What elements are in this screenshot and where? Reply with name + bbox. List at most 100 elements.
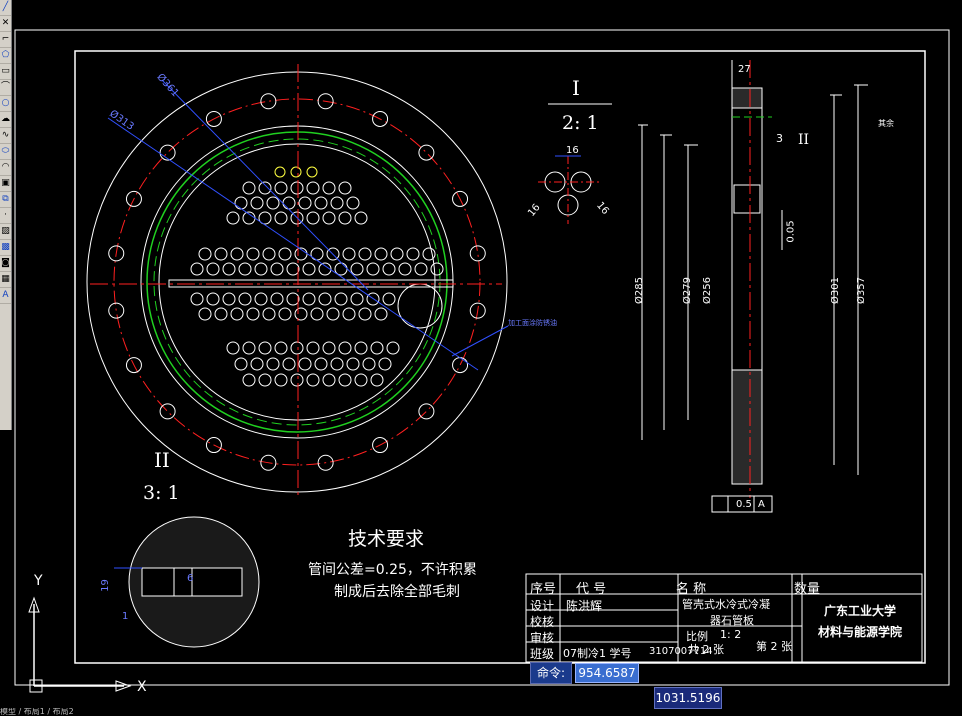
- bolt-hole: [372, 437, 389, 454]
- polygon-tool[interactable]: ⬠: [0, 48, 11, 64]
- tube-hole: [258, 211, 272, 225]
- dia313-leader: [107, 117, 479, 371]
- tube-hole: [242, 341, 256, 355]
- bolt-hole: [159, 403, 176, 420]
- tube-hole: [338, 181, 352, 195]
- tube-hole: [306, 373, 320, 387]
- part-name-line-2: 器石管板: [710, 614, 754, 627]
- insert-block-tool[interactable]: ▣: [0, 176, 11, 192]
- tube-hole: [254, 292, 268, 306]
- section-i-mark: I: [572, 76, 580, 100]
- bolt-hole: [372, 110, 389, 127]
- tube-hole: [346, 196, 360, 210]
- tube-hole: [246, 247, 260, 261]
- dim-dia357: Ø357: [855, 277, 867, 304]
- tube-hole: [398, 262, 412, 276]
- sheet-inner-border: [74, 50, 926, 664]
- bolt-hole: [125, 190, 142, 207]
- tube-hole: [258, 181, 272, 195]
- command-input[interactable]: 954.6587: [575, 663, 639, 683]
- tube-hole: [246, 307, 260, 321]
- student-number: 3107007714: [649, 646, 713, 657]
- title-block-frame: [525, 573, 923, 663]
- tube-hole: [262, 247, 276, 261]
- tube-hole: [386, 341, 400, 355]
- tube-hole: [346, 357, 360, 371]
- tube-hole: [286, 292, 300, 306]
- bolt-hole: [469, 245, 486, 262]
- dia361-leader: [161, 79, 369, 291]
- circle-tool[interactable]: ○: [0, 96, 11, 112]
- surface-finish-note: 其余: [878, 119, 894, 128]
- hatch-tool[interactable]: ▨: [0, 224, 11, 240]
- tube-hole: [230, 307, 244, 321]
- table-tool[interactable]: ▦: [0, 272, 11, 288]
- note-leader: [451, 325, 509, 357]
- region-tool[interactable]: ◙: [0, 256, 11, 272]
- tube-hole: [214, 307, 228, 321]
- tube-hole: [242, 181, 256, 195]
- tube-hole: [274, 211, 288, 225]
- tube-hole: [290, 166, 302, 178]
- tube-hole: [342, 307, 356, 321]
- coordinate-tooltip: 1031.5196: [654, 687, 722, 709]
- ucs-x-arrow: [115, 680, 132, 692]
- tube-hole: [338, 373, 352, 387]
- tube-hole: [258, 373, 272, 387]
- part-name-line-1: 管壳式水冷式冷凝: [682, 598, 770, 611]
- drawing-canvas[interactable]: 技术要求 管间公差=0.25，不许积累 制成后去除全部毛刺 I 2: 1 II …: [12, 0, 962, 716]
- tube-hole: [322, 211, 336, 225]
- ellipse-arc-tool[interactable]: ◠: [0, 160, 11, 176]
- tolerance-frame: [711, 495, 773, 513]
- tube-hole: [358, 247, 372, 261]
- bolt-hole: [125, 357, 142, 374]
- bolt-hole: [317, 454, 334, 471]
- point-tool[interactable]: ·: [0, 208, 11, 224]
- dim-dia301: Ø301: [829, 277, 841, 304]
- rectangle-tool[interactable]: ▭: [0, 64, 11, 80]
- tolerance-value: 0.5: [736, 499, 752, 510]
- tube-hole: [222, 262, 236, 276]
- tube-hole: [266, 357, 280, 371]
- title-block-header-code: 代 号: [576, 582, 607, 597]
- check-label: 校核: [530, 615, 555, 629]
- tube-hole: [430, 262, 444, 276]
- tolerance-datum: A: [758, 499, 765, 510]
- multiline-text-tool[interactable]: A: [0, 288, 11, 304]
- tube-hole: [326, 247, 340, 261]
- tube-hole: [190, 262, 204, 276]
- tube-hole: [242, 373, 256, 387]
- tube-hole: [206, 292, 220, 306]
- tube-hole: [250, 357, 264, 371]
- layout-tabs-strip[interactable]: 模型 / 布局1 / 布局2: [0, 708, 300, 716]
- tube-hole: [314, 196, 328, 210]
- gradient-tool[interactable]: ▩: [0, 240, 11, 256]
- tube-hole: [358, 307, 372, 321]
- ucs-y-label: Y: [34, 573, 43, 589]
- tube-hole: [198, 247, 212, 261]
- make-block-tool[interactable]: ⧉: [0, 192, 11, 208]
- tube-hole: [422, 247, 436, 261]
- tube-hole: [214, 247, 228, 261]
- polyline-tool[interactable]: ⌐: [0, 32, 11, 48]
- detail-dim-19: 19: [99, 579, 111, 592]
- title-block-header-qty: 数量: [794, 582, 821, 597]
- revision-cloud-tool[interactable]: ☁: [0, 112, 11, 128]
- title-block-header-seq: 序号: [530, 582, 557, 597]
- construction-line-tool[interactable]: ✕: [0, 16, 11, 32]
- bolt-hole: [452, 190, 469, 207]
- tube-hole: [330, 357, 344, 371]
- dim-27: 27: [738, 64, 751, 75]
- tube-hole: [350, 292, 364, 306]
- side-view-hatch-top: [731, 87, 763, 109]
- arc-tool[interactable]: ⌒: [0, 80, 11, 96]
- detail-dim-1: 1: [122, 611, 129, 622]
- tube-hole: [378, 357, 392, 371]
- spline-tool[interactable]: ∿: [0, 128, 11, 144]
- sheet-total: 共 2 张: [688, 643, 724, 656]
- bolt-hole: [159, 144, 176, 161]
- tube-hole: [298, 357, 312, 371]
- line-tool[interactable]: ╱: [0, 0, 11, 16]
- bolt-hole: [108, 302, 125, 319]
- ellipse-tool[interactable]: ⬭: [0, 144, 11, 160]
